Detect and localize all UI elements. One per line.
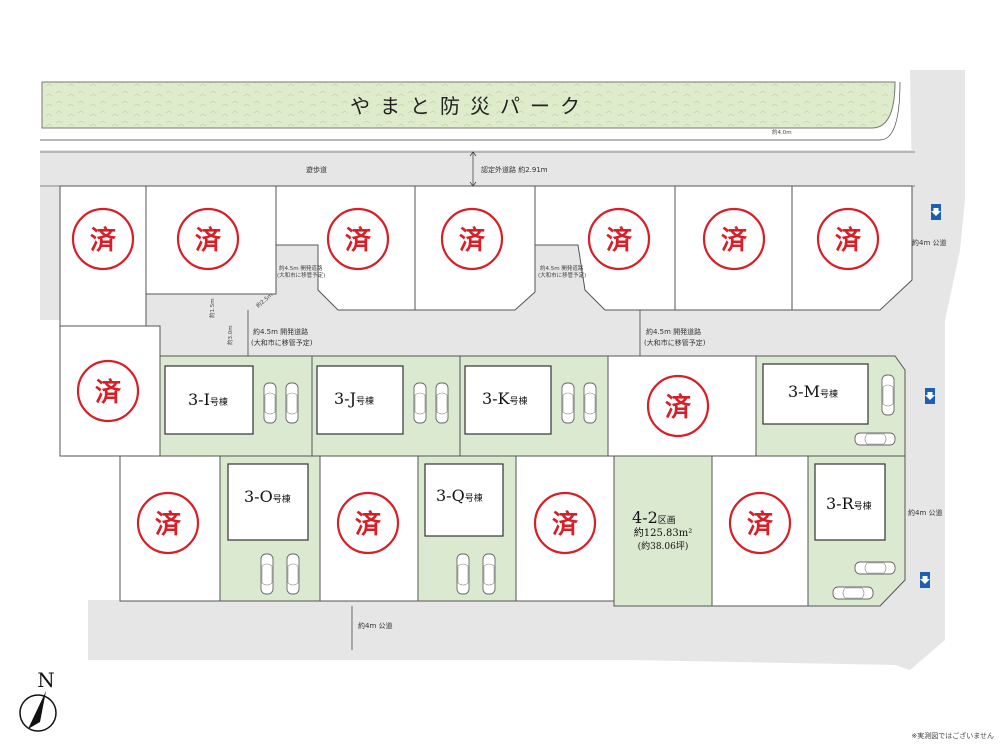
lot-3-q-suffix: 号棟	[465, 492, 483, 504]
one-way-arrow-icon-2	[925, 388, 935, 404]
house-3-i	[164, 365, 254, 435]
lot-3-j-name: 3-J	[334, 389, 356, 408]
sold-marker-7: 済	[816, 207, 880, 271]
public-road-right-top-label: 約4m 公道	[912, 238, 947, 247]
park-label: やまと防災パーク	[350, 94, 590, 118]
svg-text:3-M号棟: 3-M号棟	[788, 382, 838, 401]
svg-text:済: 済	[552, 509, 579, 540]
svg-text:3-I号棟: 3-I号棟	[188, 390, 228, 409]
svg-text:済: 済	[606, 225, 633, 256]
disaster-park	[41, 81, 896, 129]
dev-road-mid-left-label: 約4.5m 開発道路	[253, 327, 308, 336]
dev-road-top-b-label: 約4.5m 開発道路	[540, 264, 584, 272]
svg-text:3-R号棟: 3-R号棟	[826, 494, 872, 513]
compass-label: N	[37, 668, 55, 692]
compass-needle-icon	[28, 691, 46, 729]
house-3-r	[814, 463, 886, 541]
sold-marker-10: 済	[136, 491, 200, 555]
public-road-right	[905, 70, 965, 665]
sold-marker-2: 済	[176, 207, 240, 271]
svg-text:済: 済	[459, 225, 486, 256]
lot-3-o-name: 3-O	[244, 487, 273, 506]
dev-road-mid-right-note: (大和市に移管予定)	[644, 338, 706, 347]
plot-4-2[interactable]	[613, 455, 713, 607]
promenade-label: 遊歩道	[306, 165, 327, 174]
svg-text:済: 済	[835, 225, 862, 256]
sold-marker-9: 済	[646, 374, 710, 438]
svg-text:済: 済	[355, 509, 382, 540]
lot-3-m-suffix: 号棟	[820, 388, 838, 400]
park-boundary-line	[40, 81, 901, 141]
sold-marker-5: 済	[587, 207, 651, 271]
promenade-road	[40, 150, 915, 186]
park-width-label: 約4.0m	[772, 128, 792, 136]
lot-3-i-suffix: 号棟	[210, 396, 228, 408]
svg-text:済: 済	[665, 392, 692, 423]
plot-4-2-suffix: 区画	[658, 515, 676, 526]
north-compass: N	[19, 668, 57, 732]
lot-3-r-suffix: 号棟	[854, 500, 872, 512]
sold-marker-12: 済	[533, 491, 597, 555]
lot-3-k-name: 3-K	[482, 389, 511, 408]
svg-text:済: 済	[155, 509, 182, 540]
dev-road-mid-left-note: (大和市に移管予定)	[251, 338, 313, 347]
dev-road-top-b-note: (大和市に移管予定)	[538, 271, 586, 279]
dev-road-top-a-label: 約4.5m 開発道路	[279, 264, 323, 272]
public-road-bottom-label: 約4m 公道	[358, 621, 393, 630]
footnote: ※実測図ではございません	[911, 731, 994, 740]
svg-text:3-K号棟: 3-K号棟	[482, 389, 528, 408]
house-3-q	[424, 463, 504, 537]
development-road	[60, 308, 915, 356]
house-3-j	[316, 365, 404, 435]
sold-markers: 済 済 済 済 済 済 済 済 済 済 済 済 済	[71, 207, 880, 555]
svg-text:済: 済	[195, 225, 222, 256]
house-3-m	[762, 363, 869, 425]
lot-3-q-name: 3-Q	[436, 486, 465, 505]
svg-text:済: 済	[95, 377, 122, 408]
house-3-o	[227, 463, 309, 541]
sold-marker-11: 済	[336, 491, 400, 555]
one-way-arrow-icon-1	[931, 204, 941, 220]
sold-marker-6: 済	[702, 207, 766, 271]
lot-3-r-name: 3-R	[826, 494, 855, 513]
svg-text:3-J号棟: 3-J号棟	[334, 389, 374, 408]
plot-4-2-name: 4-2	[632, 508, 658, 527]
small-dim-a: 約1.5m	[208, 298, 216, 318]
one-way-arrow-icon-3	[920, 572, 930, 588]
lot-3-j-suffix: 号棟	[356, 395, 374, 407]
compass-ring	[19, 694, 57, 732]
lot-3-o-suffix: 号棟	[273, 493, 291, 505]
svg-text:済: 済	[345, 225, 372, 256]
outside-road-label: 認定外道路 約2.91m	[481, 165, 548, 174]
dev-road-top-a-note: (大和市に移管予定)	[277, 271, 325, 279]
sold-marker-1: 済	[71, 207, 135, 271]
svg-text:済: 済	[90, 225, 117, 256]
svg-text:4-2区画: 4-2区画	[632, 508, 676, 527]
svg-text:3-O号棟: 3-O号棟	[244, 487, 291, 506]
sold-marker-4: 済	[440, 207, 504, 271]
lot-3-m-name: 3-M	[788, 382, 820, 401]
sold-marker-3: 済	[326, 207, 390, 271]
sold-marker-13: 済	[728, 491, 792, 555]
public-road-bottom	[88, 600, 908, 660]
lot-3-i-name: 3-I	[188, 390, 210, 409]
house-3-k	[464, 365, 552, 435]
svg-text:済: 済	[721, 225, 748, 256]
svg-text:済: 済	[747, 509, 774, 540]
plot-4-2-area: 約125.83m²	[634, 526, 692, 539]
lot-3-k-suffix: 号棟	[510, 395, 528, 407]
public-road-right-bottom-label: 約4m 公道	[908, 508, 943, 517]
sold-marker-8: 済	[76, 359, 140, 423]
plot-4-2-tsubo: (約38.06坪)	[638, 540, 689, 552]
svg-text:3-Q号棟: 3-Q号棟	[436, 486, 483, 505]
small-dim-b: 約3.0m	[226, 325, 234, 345]
dev-road-mid-right-label: 約4.5m 開発道路	[646, 327, 701, 336]
